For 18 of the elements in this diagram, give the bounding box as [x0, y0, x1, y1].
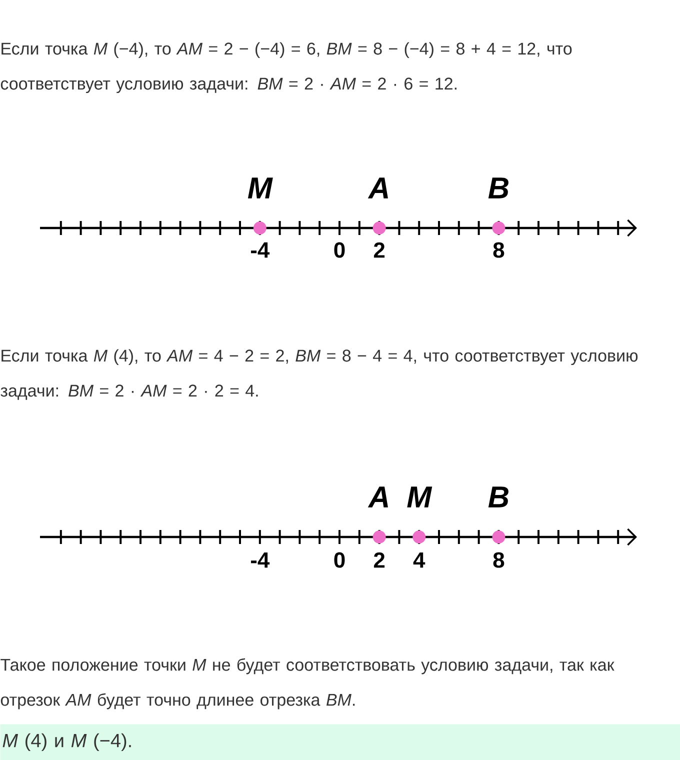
coordinate-number: -4	[250, 242, 270, 258]
coordinate-number: 2	[374, 242, 385, 258]
answer-band: M (4) и M (−4).	[0, 724, 680, 760]
point-letter: A	[368, 486, 388, 508]
coordinate-number: 0	[334, 242, 345, 258]
paragraph: Если точка M (−4), то AM = 2 − (−4) = 6, BM = 8 − (−4) = 8 + 4 = 12, что соответствует условию задачи: BM = 2 · AM = 2 · 6 = 12.	[0, 42, 572, 94]
point-letter: B	[488, 486, 508, 508]
coordinate-number: 2	[374, 552, 385, 568]
coordinate-number: -4	[250, 552, 270, 568]
coordinate-number: 8	[493, 242, 504, 258]
point-letter: B	[488, 178, 508, 198]
point-letter: M	[407, 486, 432, 508]
coordinate-number: 4	[413, 552, 426, 568]
coordinate-number: 0	[334, 552, 345, 568]
paragraph: Если точка M (4), то AM = 4 − 2 = 2, BM = 8 − 4 = 4, что соответствует условию задачи: BM = 2 · AM = 2 · 2 = 4.	[0, 349, 638, 400]
point-letter: M	[248, 178, 273, 198]
coordinate-number: 8	[493, 552, 504, 568]
point-letter: A	[368, 178, 388, 198]
